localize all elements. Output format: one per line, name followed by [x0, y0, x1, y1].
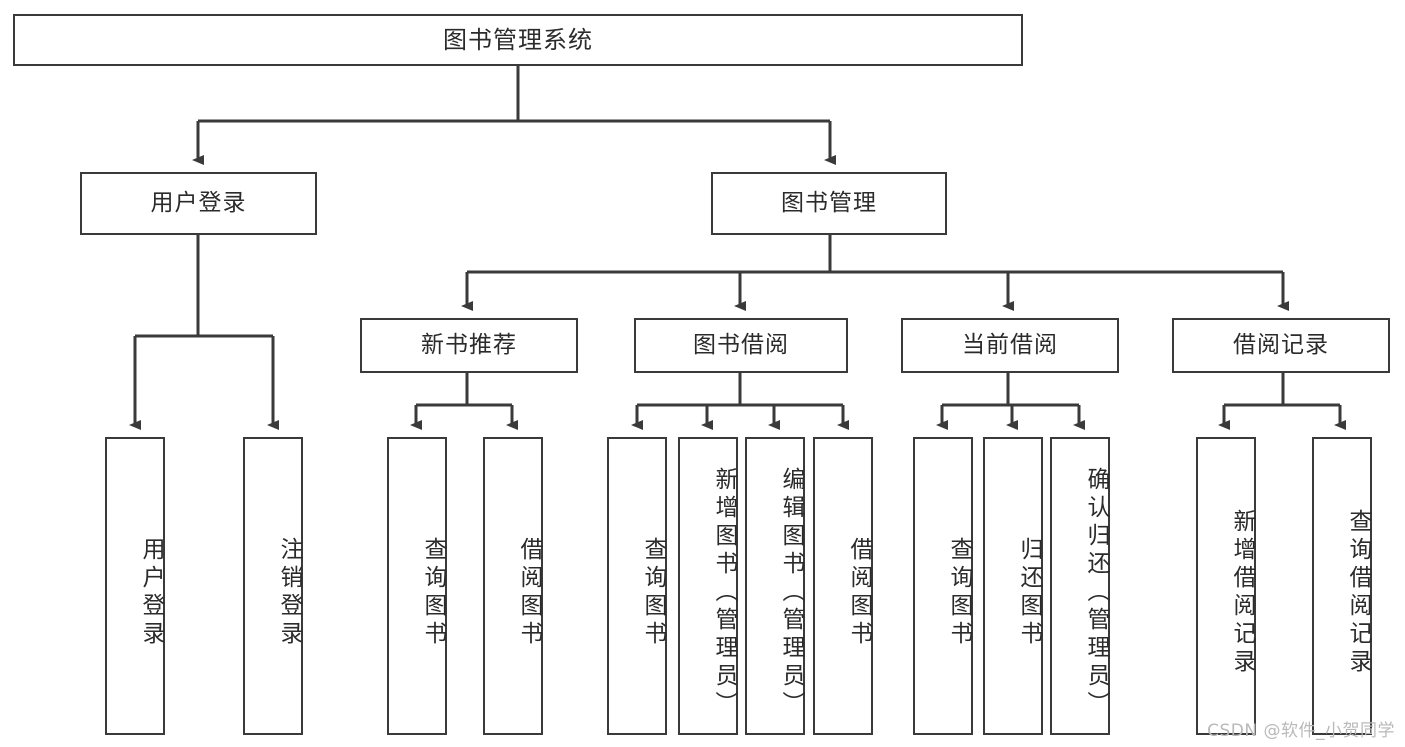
- node-label: 用户登录: [138, 537, 164, 649]
- node-label: 注销登录: [276, 537, 302, 649]
- node-label: 当前借阅: [962, 331, 1058, 358]
- node-label: 编辑图书（管理员）: [778, 467, 804, 719]
- node-root-book-management-system[interactable]: 图书管理系统: [13, 14, 1023, 66]
- node-label: 图书借阅: [693, 331, 789, 358]
- node-label: 查询图书: [420, 537, 446, 649]
- node-label: 新书推荐: [421, 331, 517, 358]
- node-leaf-confirm-return-admin[interactable]: 确认归还（管理员）: [1050, 437, 1110, 735]
- node-label: 新增图书（管理员）: [711, 467, 737, 719]
- node-leaf-query-book-recommend[interactable]: 查询图书: [387, 437, 447, 735]
- node-label: 归还图书: [1016, 537, 1042, 649]
- node-label: 用户登录: [150, 189, 247, 216]
- node-label: 借阅图书: [516, 537, 542, 649]
- node-leaf-logout[interactable]: 注销登录: [243, 437, 303, 735]
- node-book-management[interactable]: 图书管理: [711, 172, 947, 235]
- node-leaf-add-borrow-record[interactable]: 新增借阅记录: [1196, 437, 1256, 735]
- node-leaf-borrow-book-recommend[interactable]: 借阅图书: [483, 437, 543, 735]
- node-leaf-query-borrow-record[interactable]: 查询借阅记录: [1312, 437, 1372, 735]
- node-label: 图书管理系统: [443, 25, 593, 54]
- node-leaf-edit-book-admin[interactable]: 编辑图书（管理员）: [745, 437, 805, 735]
- node-label: 图书管理: [781, 189, 877, 216]
- node-new-book-recommend[interactable]: 新书推荐: [360, 318, 578, 373]
- node-label: 查询借阅记录: [1345, 509, 1371, 677]
- node-label: 借阅图书: [846, 537, 872, 649]
- node-leaf-query-book-borrow[interactable]: 查询图书: [607, 437, 667, 735]
- watermark: CSDN @软件_小贺同学: [1207, 721, 1395, 741]
- node-label: 新增借阅记录: [1229, 509, 1255, 677]
- node-leaf-query-book-current[interactable]: 查询图书: [913, 437, 973, 735]
- node-leaf-add-book-admin[interactable]: 新增图书（管理员）: [678, 437, 738, 735]
- node-current-borrow[interactable]: 当前借阅: [901, 318, 1119, 373]
- node-label: 借阅记录: [1233, 331, 1329, 358]
- node-leaf-return-book[interactable]: 归还图书: [983, 437, 1043, 735]
- node-borrow-record[interactable]: 借阅记录: [1172, 318, 1390, 373]
- node-book-borrow[interactable]: 图书借阅: [634, 318, 848, 373]
- node-leaf-user-login[interactable]: 用户登录: [105, 437, 165, 735]
- node-label: 查询图书: [946, 537, 972, 649]
- node-label: 查询图书: [640, 537, 666, 649]
- node-leaf-borrow-book-borrow[interactable]: 借阅图书: [813, 437, 873, 735]
- node-user-login[interactable]: 用户登录: [80, 172, 317, 235]
- node-label: 确认归还（管理员）: [1083, 467, 1109, 719]
